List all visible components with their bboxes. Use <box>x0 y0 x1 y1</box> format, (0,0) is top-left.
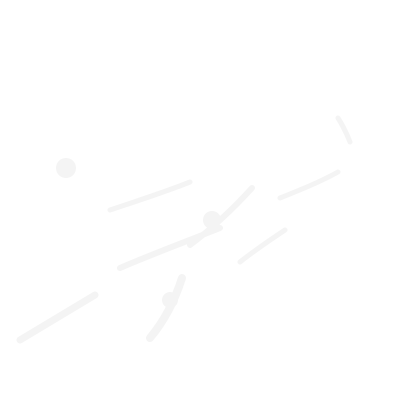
faint-stroke <box>335 115 353 145</box>
faint-stroke <box>107 179 193 213</box>
faint-stroke <box>146 274 186 342</box>
faint-stroke <box>277 169 341 201</box>
faint-stroke <box>16 291 99 344</box>
faint-stroke <box>237 227 288 265</box>
faint-blob <box>162 292 178 308</box>
faint-stroke <box>187 185 255 248</box>
faint-blob <box>203 211 221 229</box>
faint-blob <box>56 158 76 178</box>
